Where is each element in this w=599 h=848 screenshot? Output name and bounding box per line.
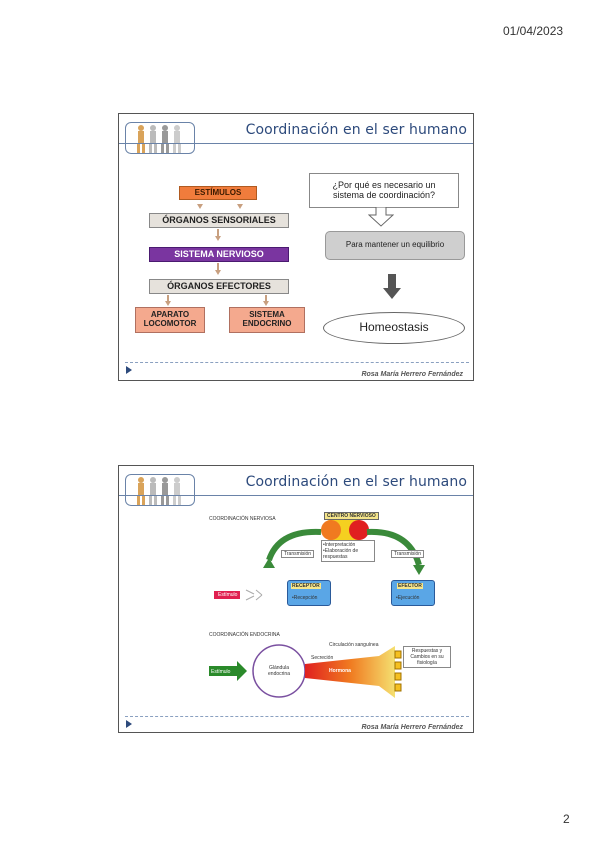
sense-organs-box: ÓRGANOS SENSORIALES	[149, 213, 289, 228]
receptor-box: RECEPTOR •Recepción	[287, 580, 331, 606]
locomotor-box: APARATO LOCOMOTOR	[135, 307, 205, 333]
arrow-down	[215, 236, 221, 241]
target-response-box: Respuestas y Cambios en su fisiología	[403, 646, 451, 668]
hollow-arrow-icon	[368, 207, 394, 227]
author-name: Rosa María Herrero Fernández	[361, 371, 463, 378]
header-logo-frame	[125, 474, 195, 506]
stimulus-label: Estímulo	[218, 592, 238, 598]
header-logo-frame	[125, 122, 195, 154]
down-arrow-icon	[383, 274, 401, 299]
interpretation-box: •Interpretación •Elaboración de respuest…	[321, 540, 375, 562]
nervous-diagram	[263, 516, 425, 575]
effector-sub: •Ejecución	[396, 595, 420, 601]
endocrine-box: SISTEMA ENDOCRINO	[229, 307, 305, 333]
effector-box: EFECTOR •Ejecución	[391, 580, 435, 606]
transmission-left: Transmisión	[281, 550, 315, 558]
secretion-label: Secreción	[311, 655, 334, 661]
footer-rule	[125, 716, 469, 717]
slide-header: Coordinación en el ser humano	[119, 466, 473, 508]
arrow-stem	[265, 295, 267, 302]
footer-play-icon	[126, 720, 132, 728]
arrow-down	[165, 301, 171, 306]
effectors-box: ÓRGANOS EFECTORES	[149, 279, 289, 294]
anatomy-figures-icon	[137, 477, 181, 505]
page-date: 01/04/2023	[503, 24, 564, 38]
endocrine-diagram	[209, 644, 402, 698]
nervous-section-title: COORDINACIÓN NERVIOSA	[209, 516, 276, 522]
receptor-label: RECEPTOR	[291, 583, 321, 589]
slide-title: Coordinación en el ser humano	[245, 474, 467, 490]
endocrine-section-title: COORDINACIÓN ENDOCRINA	[209, 632, 280, 638]
stimuli-box: ESTÍMULOS	[179, 186, 257, 200]
slide-2: Coordinación en el ser humano COORDINACI…	[118, 465, 474, 733]
arrow-down	[215, 270, 221, 275]
effector-label: EFECTOR	[397, 583, 423, 589]
slide-1: Coordinación en el ser humano ESTÍMULOS …	[118, 113, 474, 381]
stimulus-arrow	[214, 589, 263, 601]
arrow-stem	[167, 295, 169, 302]
header-rule	[119, 143, 473, 144]
arrow-down	[263, 301, 269, 306]
homeostasis-ellipse: Homeostasis	[323, 312, 465, 344]
transmission-right: Transmisión	[391, 550, 425, 558]
arrow-stem	[217, 229, 219, 236]
blood-label: Circulación sanguínea	[329, 642, 379, 648]
arrow-left	[197, 204, 203, 209]
arrow-stem	[217, 263, 219, 271]
anatomy-figures-icon	[137, 125, 181, 153]
center-label: CENTRO NERVIOSO	[324, 512, 379, 520]
gland-label: Glándula endocrina	[268, 665, 290, 677]
header-rule	[119, 495, 473, 496]
slide-title: Coordinación en el ser humano	[245, 122, 467, 138]
hormone-label: Hormona	[329, 668, 351, 674]
answer-box: Para mantener un equilibrio	[325, 231, 465, 260]
arrow-right	[237, 204, 243, 209]
author-name: Rosa María Herrero Fernández	[361, 724, 463, 731]
page-number: 2	[563, 812, 570, 826]
slide-header: Coordinación en el ser humano	[119, 114, 473, 156]
receptor-sub: •Recepción	[292, 595, 318, 601]
footer-play-icon	[126, 366, 132, 374]
stimulus2-label: Estímulo	[211, 669, 231, 675]
footer-rule	[125, 362, 469, 363]
nervous-system-box: SISTEMA NERVIOSO	[149, 247, 289, 262]
question-box: ¿Por qué es necesario un sistema de coor…	[309, 173, 459, 208]
